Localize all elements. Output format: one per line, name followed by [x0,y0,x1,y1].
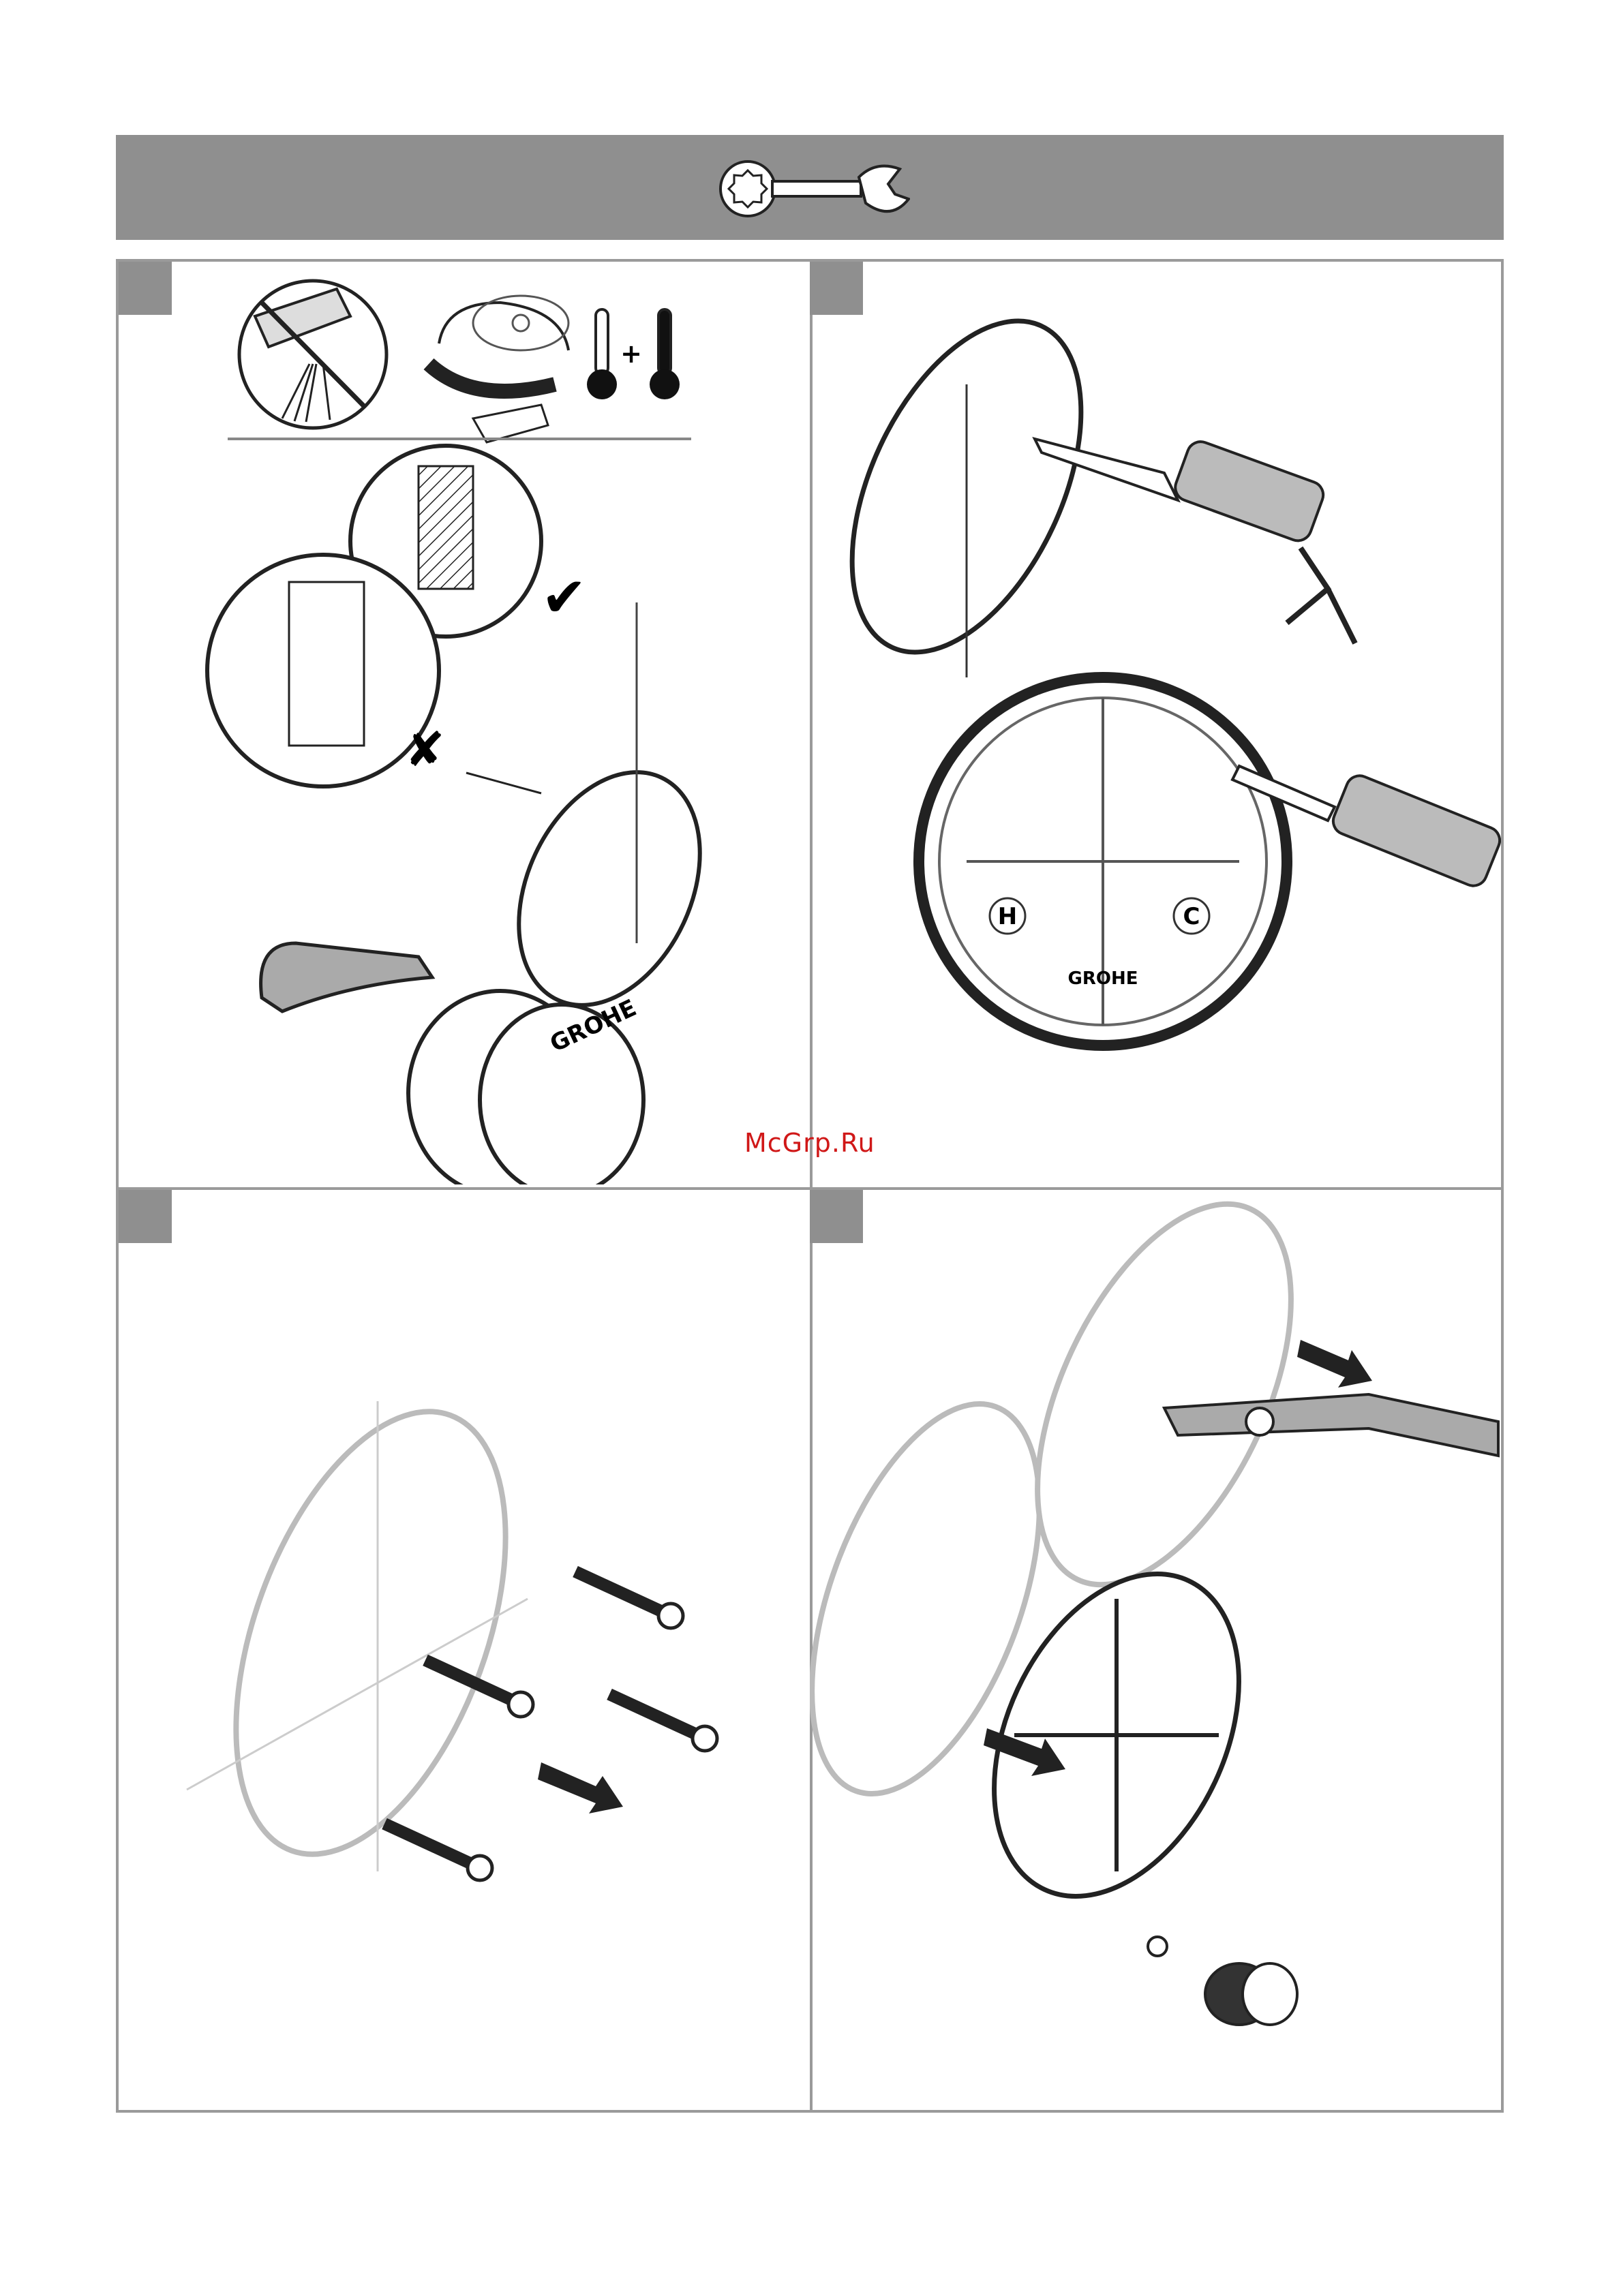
plus-sign: + [620,339,642,369]
small-screw [1148,1937,1167,1956]
sealant-gun-top [1035,438,1355,643]
step-panel-2: H C GROHE [810,262,1501,1184]
step-3-illustration [119,1190,807,2110]
plate-brand-label: GROHE [1068,968,1138,989]
cold-label: C [1183,903,1200,930]
watermark: McGrp.Ru [744,1128,875,1158]
screw [384,1824,492,1880]
direction-arrow [1297,1340,1372,1388]
step-panel-1: + ✔ ✘ GROHE [119,262,807,1184]
rotate-flush-icon [429,296,568,442]
no-high-pressure-cleaner-icon [239,281,386,428]
step-2-illustration: H C GROHE [810,262,1501,1184]
thermometer-cold-icon [587,309,617,399]
hot-label: H [998,903,1017,930]
mounting-ring [483,743,735,1035]
housing-ghost [183,1375,559,1890]
direction-arrow [538,1762,623,1813]
step-panel-3 [119,1190,807,2110]
thermometer-hot-icon [650,309,680,399]
step-4-illustration [810,1190,1501,2110]
check-bad-mark: ✘ [405,722,445,778]
step-panel-4 [810,1190,1501,2110]
step-1-illustration: + ✔ ✘ GROHE [119,262,807,1184]
screw [609,1694,717,1751]
wrench-icon [712,157,910,221]
screw [575,1572,683,1628]
plug-part [1205,1963,1297,2025]
seal-ring-small [810,286,1128,688]
check-ok-mark: ✔ [541,566,587,629]
